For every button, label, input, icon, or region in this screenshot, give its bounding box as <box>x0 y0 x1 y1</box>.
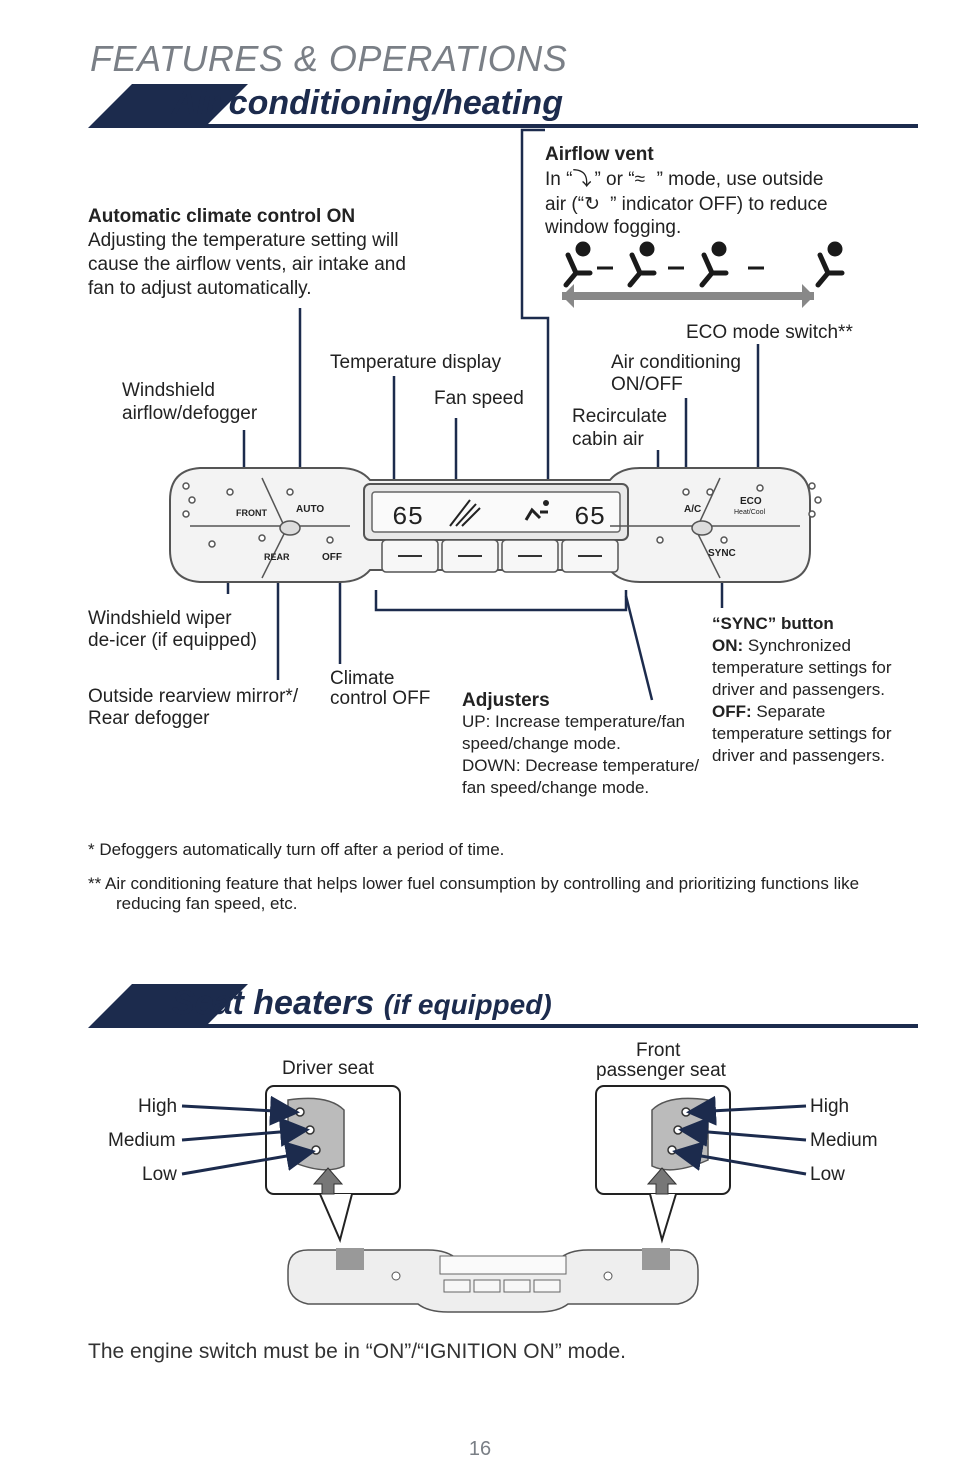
auto-on-line2: cause the airflow vents, air intake and <box>88 254 406 275</box>
airflow-vent-line2-b: ” indicator OFF) to reduce <box>610 194 828 215</box>
engine-switch-note: The engine switch must be in “ON”/“IGNIT… <box>88 1340 626 1363</box>
wiper-deicer-label-1: Windshield wiper <box>88 608 232 629</box>
adjusters-line4: fan speed/change mode. <box>462 778 650 797</box>
passenger-seat-label-2: passenger seat <box>596 1060 726 1081</box>
driver-seat-label: Driver seat <box>282 1058 374 1079</box>
sync-on-text: Synchronized <box>743 636 851 655</box>
sync-on-line3: driver and passengers. <box>712 680 885 699</box>
sync-off-line1: OFF: Separate <box>712 702 825 722</box>
section-title-ac: Air conditioning/heating <box>172 84 563 122</box>
btn-rear-label: REAR <box>264 552 290 562</box>
sync-off-label: OFF: <box>712 702 752 721</box>
btn-eco-label: ECO <box>740 496 762 507</box>
airflow-mode-icons <box>563 241 845 288</box>
display-temp-left: 65 <box>392 502 423 532</box>
seat-heater-diagram <box>181 1085 807 1313</box>
airflow-vent-line2-a: air (“ <box>545 194 585 215</box>
vent-mode-icon: ⤵ <box>572 169 592 190</box>
climate-panel: 65 65 FRONT AUTO REAR OFF A/C ECO Heat/C… <box>169 467 822 583</box>
wiper-deicer-label-2: de-icer (if equipped) <box>88 630 257 651</box>
airflow-vent-line1-a: In “ <box>545 169 573 190</box>
airflow-vent-line1: In “⤵” or “≈ ” mode, use outside <box>545 169 823 191</box>
ac-onoff-label-1: Air conditioning <box>611 352 741 373</box>
sync-on-line2: temperature settings for <box>712 658 892 677</box>
airflow-vent-line1-c: ” mode, use outside <box>656 169 824 190</box>
btn-auto-label: AUTO <box>296 504 324 515</box>
windshield-airflow-label-1: Windshield <box>122 380 215 401</box>
windshield-airflow-label-2: airflow/defogger <box>122 403 258 424</box>
left-level-low: Low <box>142 1164 177 1185</box>
btn-ac-label: A/C <box>684 504 701 515</box>
climate-off-label-1: Climate <box>330 668 395 689</box>
passenger-seat-label-1: Front <box>636 1040 681 1061</box>
btn-eco-sub-label: Heat/Cool <box>734 509 766 516</box>
footnote-eco: ** Air conditioning feature that helps l… <box>88 874 860 893</box>
page-number: 16 <box>468 1438 492 1460</box>
adjusters-title: Adjusters <box>462 690 550 711</box>
section-bar-graphic <box>88 84 918 128</box>
eco-switch-label: ECO mode switch** <box>686 322 853 343</box>
auto-on-line1: Adjusting the temperature setting will <box>88 230 399 251</box>
section-header-ac: Air conditioning/heating <box>88 84 918 128</box>
mirror-defogger-label-1: Outside rearview mirror*/ <box>88 686 299 707</box>
sync-title: “SYNC” button <box>712 614 834 633</box>
recirculate-icon: ↻ <box>584 194 600 215</box>
right-level-low: Low <box>810 1164 845 1185</box>
sync-on-label: ON: <box>712 636 744 655</box>
page-header-title: FEATURES & OPERATIONS <box>90 38 568 79</box>
right-level-high: High <box>810 1096 850 1117</box>
seat-title-main: Seat heaters <box>172 984 375 1022</box>
sync-off-line3: driver and passengers. <box>712 746 885 765</box>
airflow-vent-title: Airflow vent <box>545 144 654 165</box>
adjusters-line2: speed/change mode. <box>462 734 621 753</box>
airflow-vent-line3: window fogging. <box>545 217 682 238</box>
footnote-defoggers: * Defoggers automatically turn off after… <box>88 840 505 859</box>
recirculate-label-1: Recirculate <box>572 406 668 427</box>
btn-front-label: FRONT <box>236 508 267 518</box>
adjusters-line3: DOWN: Decrease temperature/ <box>462 756 700 775</box>
auto-on-title: Automatic climate control ON <box>88 206 356 227</box>
adjusters-line1: UP: Increase temperature/fan <box>462 712 686 731</box>
left-level-high: High <box>138 1096 178 1117</box>
section-bar-graphic <box>88 984 918 1028</box>
left-level-medium: Medium <box>108 1130 176 1151</box>
auto-on-line3: fan to adjust automatically. <box>88 278 312 299</box>
mirror-defogger-label-2: Rear defogger <box>88 708 210 729</box>
btn-off-label: OFF <box>322 552 342 563</box>
btn-sync-label: SYNC <box>708 548 736 559</box>
airflow-vent-line1-b: ” or “ <box>594 169 635 190</box>
ac-onoff-label-2: ON/OFF <box>611 374 683 395</box>
climate-off-label-2: control OFF <box>330 688 431 709</box>
sync-off-text: Separate <box>751 702 826 721</box>
airflow-vent-line2: air (“↻ ” indicator OFF) to reduce <box>545 194 828 216</box>
section-title-seat: Seat heaters (if equipped) <box>172 984 552 1023</box>
right-level-medium: Medium <box>810 1130 878 1151</box>
fan-speed-label: Fan speed <box>434 388 524 409</box>
display-temp-right: 65 <box>574 502 605 532</box>
defrost-icon: ≈ <box>634 169 645 190</box>
sync-on-line1: ON: Synchronized <box>712 636 851 656</box>
seat-title-suffix: (if equipped) <box>383 989 552 1020</box>
footnote-eco-cont: reducing fan speed, etc. <box>116 894 298 913</box>
temperature-display-label: Temperature display <box>330 352 502 373</box>
sync-off-line2: temperature settings for <box>712 724 892 743</box>
section-header-seat: Seat heaters (if equipped) <box>88 984 918 1028</box>
recirculate-label-2: cabin air <box>572 429 644 450</box>
